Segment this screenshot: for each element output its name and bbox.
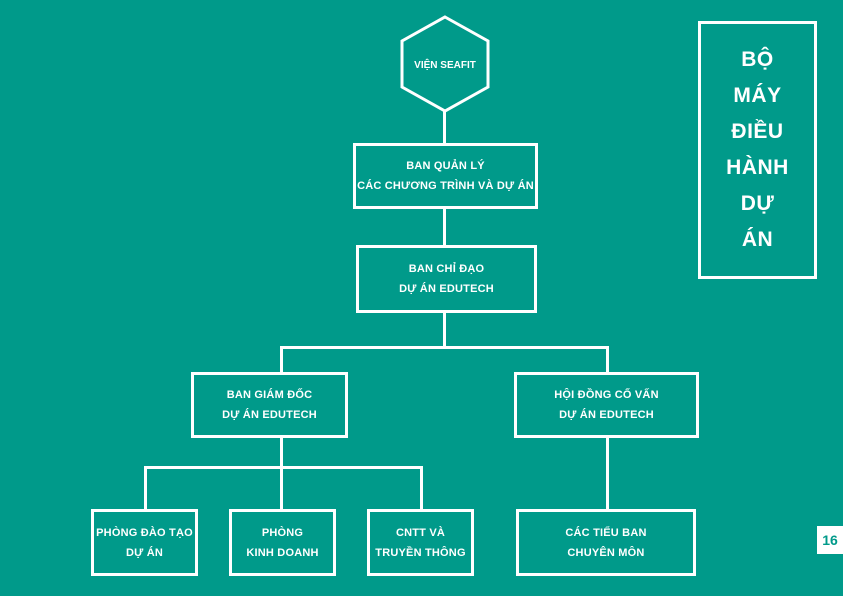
connector-management-steering (443, 208, 446, 246)
node-management-line1: BAN QUẢN LÝ (406, 160, 485, 172)
node-steering-line2: DỰ ÁN EDUTECH (399, 283, 494, 295)
node-it-comms-line1: CNTT VÀ (395, 526, 446, 539)
connector-directors-down (280, 437, 283, 468)
node-directors-line2: DỰ ÁN EDUTECH (222, 409, 317, 421)
connector-advisory-subcommittees (606, 437, 609, 512)
node-training-department: PHÒNG ĐÀO TẠO DỰ ÁN (91, 509, 198, 576)
connector-to-training (144, 466, 147, 512)
connector-to-business (280, 466, 283, 512)
node-it-comms-line2: TRUYỀN THÔNG (375, 546, 466, 559)
node-training-line2: DỰ ÁN (125, 546, 163, 559)
title-box: BỘ MÁY ĐIỀU HÀNH DỰ ÁN (698, 21, 817, 279)
root-hexagon (400, 15, 490, 113)
title-line-2: MÁY (733, 84, 782, 107)
node-directors-line1: BAN GIÁM ĐỐC (226, 389, 313, 401)
connector-to-it-comms (420, 466, 423, 512)
title-line-6: ÁN (741, 228, 774, 251)
connector-root-management (443, 110, 446, 144)
node-advisory-council: HỘI ĐỒNG CỐ VẤN DỰ ÁN EDUTECH (514, 372, 699, 438)
node-business-line2: KINH DOANH (246, 546, 319, 559)
node-board-of-directors: BAN GIÁM ĐỐC DỰ ÁN EDUTECH (191, 372, 348, 438)
node-subcommittees-line1: CÁC TIỂU BAN (565, 526, 647, 539)
node-business-line1: PHÒNG (261, 526, 304, 539)
connector-steering-split (443, 312, 446, 348)
node-training-line1: PHÒNG ĐÀO TẠO (96, 526, 193, 539)
node-steering-line1: BAN CHỈ ĐẠO (408, 263, 485, 275)
node-advisory-line1: HỘI ĐỒNG CỐ VẤN (554, 389, 659, 401)
connector-split-horizontal (280, 346, 609, 349)
title-line-5: DỰ (740, 192, 775, 215)
node-it-comms-department: CNTT VÀ TRUYỀN THÔNG (367, 509, 474, 576)
title-line-3: ĐIỀU (731, 120, 784, 143)
connector-split-directors (280, 346, 283, 374)
node-advisory-line2: DỰ ÁN EDUTECH (559, 409, 654, 421)
title-line-1: BỘ (741, 48, 774, 71)
title-line-4: HÀNH (726, 156, 789, 179)
connector-split-advisory (606, 346, 609, 374)
root-label: VIỆN SEAFIT (414, 60, 476, 71)
node-subcommittees-line2: CHUYÊN MÔN (567, 546, 645, 559)
node-management-board: BAN QUẢN LÝ CÁC CHƯƠNG TRÌNH VÀ DỰ ÁN (353, 143, 538, 209)
node-subcommittees: CÁC TIỂU BAN CHUYÊN MÔN (516, 509, 696, 576)
node-business-department: PHÒNG KINH DOANH (229, 509, 336, 576)
connector-departments-horizontal (144, 466, 423, 469)
node-management-line2: CÁC CHƯƠNG TRÌNH VÀ DỰ ÁN (357, 180, 534, 192)
node-steering-committee: BAN CHỈ ĐẠO DỰ ÁN EDUTECH (356, 245, 537, 313)
page-number: 16 (817, 526, 843, 554)
